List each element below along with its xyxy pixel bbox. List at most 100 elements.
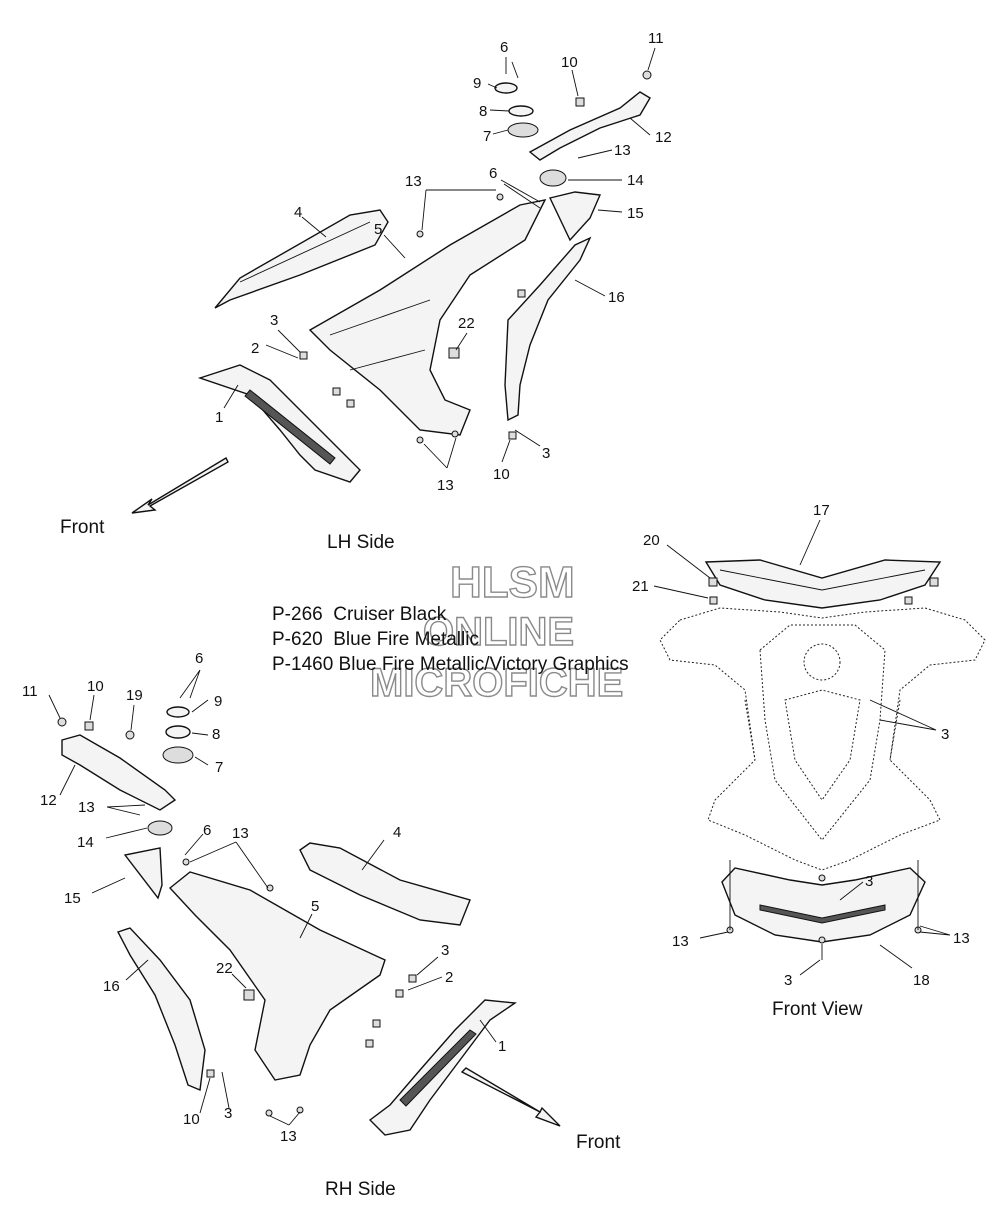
paint-code-1: P-266 Cruiser Black: [272, 604, 447, 625]
callout: 12: [655, 129, 672, 146]
callout: 8: [212, 726, 220, 743]
front-view-title: Front View: [772, 999, 863, 1020]
callout: 6: [489, 165, 497, 182]
callout: 22: [458, 315, 475, 332]
front-arrow-top: [131, 457, 229, 514]
lh-part-5-fairing: [308, 199, 547, 436]
callout: 2: [445, 969, 453, 986]
lh-side-assembly: [197, 70, 652, 483]
callout: 4: [294, 204, 302, 221]
callout: 13: [78, 799, 95, 816]
callout: 10: [493, 466, 510, 483]
lh-part-7-ring: [507, 122, 539, 138]
front-part-18-chin: [721, 867, 926, 943]
rh-part-19-pin: [125, 730, 135, 740]
callout: 2: [251, 340, 259, 357]
callout: 12: [40, 792, 57, 809]
rh-part-12-bracket: [61, 734, 177, 811]
lh-part-12-bracket: [528, 91, 651, 161]
rh-part-16-strip: [116, 927, 206, 1092]
callout: 3: [224, 1105, 232, 1122]
rh-part-9-cap: [166, 706, 190, 718]
lh-part-4-trim: [214, 209, 389, 309]
paint-code-3: P-1460 Blue Fire Metallic/Victory Graphi…: [272, 654, 629, 675]
callout: 8: [479, 103, 487, 120]
callout: 10: [87, 678, 104, 695]
lh-part-10-nut: [575, 97, 585, 107]
callout: 3: [542, 445, 550, 462]
watermark-line-2: ONLINE: [423, 610, 574, 654]
lh-side-title: LH Side: [327, 532, 395, 553]
callout: 13: [405, 173, 422, 190]
lh-part-15-wedge: [548, 191, 602, 242]
callout: 19: [126, 687, 143, 704]
lh-part-22-nut: [448, 347, 460, 359]
callout: 3: [270, 312, 278, 329]
rh-part-14-grommet: [147, 820, 173, 836]
callout: 20: [643, 532, 660, 549]
rh-part-15-wedge: [123, 847, 163, 900]
watermark: HLSM ONLINE MICROFICHE: [369, 557, 624, 705]
callout: 22: [216, 960, 233, 977]
front-part-17-trim: [704, 559, 942, 609]
callout: 21: [632, 578, 649, 595]
callout: 13: [280, 1128, 297, 1145]
paint-code-list: P-266 Cruiser Black P-620 Blue Fire Meta…: [272, 604, 629, 675]
lh-part-16-strip: [504, 236, 592, 422]
paint-code-2: P-620 Blue Fire Metallic: [272, 629, 479, 650]
callout: 14: [627, 172, 644, 189]
callouts-lh: 6 9 8 7 10 11 12 13 6 14 15 13 4 5 16 3 …: [215, 30, 672, 494]
callout: 15: [64, 890, 81, 907]
rh-part-11-nut: [57, 717, 67, 727]
callout: 13: [437, 477, 454, 494]
leader-lines: [48, 47, 951, 1126]
callout: 13: [614, 142, 631, 159]
callout: 7: [483, 128, 491, 145]
callout: 15: [627, 205, 644, 222]
lh-part-14-grommet: [539, 169, 567, 187]
callout: 13: [672, 933, 689, 950]
front-view-assembly: [659, 559, 986, 960]
callout: 6: [195, 650, 203, 667]
front-label-top: Front: [60, 517, 105, 538]
rh-part-10-nut: [84, 721, 94, 731]
lh-part-9-cap: [494, 82, 518, 94]
callouts-front: 17 20 21 3 3 13 13 3 18: [632, 502, 970, 989]
callout: 11: [648, 30, 664, 47]
callout: 3: [441, 942, 449, 959]
lh-part-11-nut: [642, 70, 652, 80]
callout: 6: [203, 822, 211, 839]
front-arrow-bottom: [460, 1067, 561, 1127]
callout: 1: [498, 1038, 506, 1055]
callout: 3: [941, 726, 949, 743]
rh-part-5-fairing: [168, 871, 386, 1081]
watermark-line-1: HLSM: [450, 558, 575, 607]
callout: 5: [374, 221, 382, 238]
callout: 11: [22, 683, 38, 700]
callout: 4: [393, 824, 401, 841]
lh-part-8-ring: [508, 105, 534, 117]
callout: 13: [953, 930, 970, 947]
callout: 9: [214, 693, 222, 710]
callout: 10: [561, 54, 578, 71]
callout: 13: [232, 825, 249, 842]
rh-side-assembly: [57, 706, 517, 1136]
callout: 3: [784, 972, 792, 989]
callout: 10: [183, 1111, 200, 1128]
rh-part-7-ring: [162, 746, 194, 764]
callout: 5: [311, 898, 319, 915]
callout: 9: [473, 75, 481, 92]
callout: 6: [500, 39, 508, 56]
callouts-rh: 11 10 19 6 9 8 7 12 13 14 6 13 4 15 5 16…: [22, 650, 506, 1145]
watermark-line-3: MICROFICHE: [370, 661, 623, 705]
callout: 3: [865, 873, 873, 890]
front-fairing-outline: [659, 607, 986, 871]
callout: 1: [215, 409, 223, 426]
callout: 14: [77, 834, 94, 851]
rh-part-8-ring: [165, 725, 191, 739]
callout: 18: [913, 972, 930, 989]
callout: 16: [608, 289, 625, 306]
front-label-bottom: Front: [576, 1132, 621, 1153]
callout: 16: [103, 978, 120, 995]
